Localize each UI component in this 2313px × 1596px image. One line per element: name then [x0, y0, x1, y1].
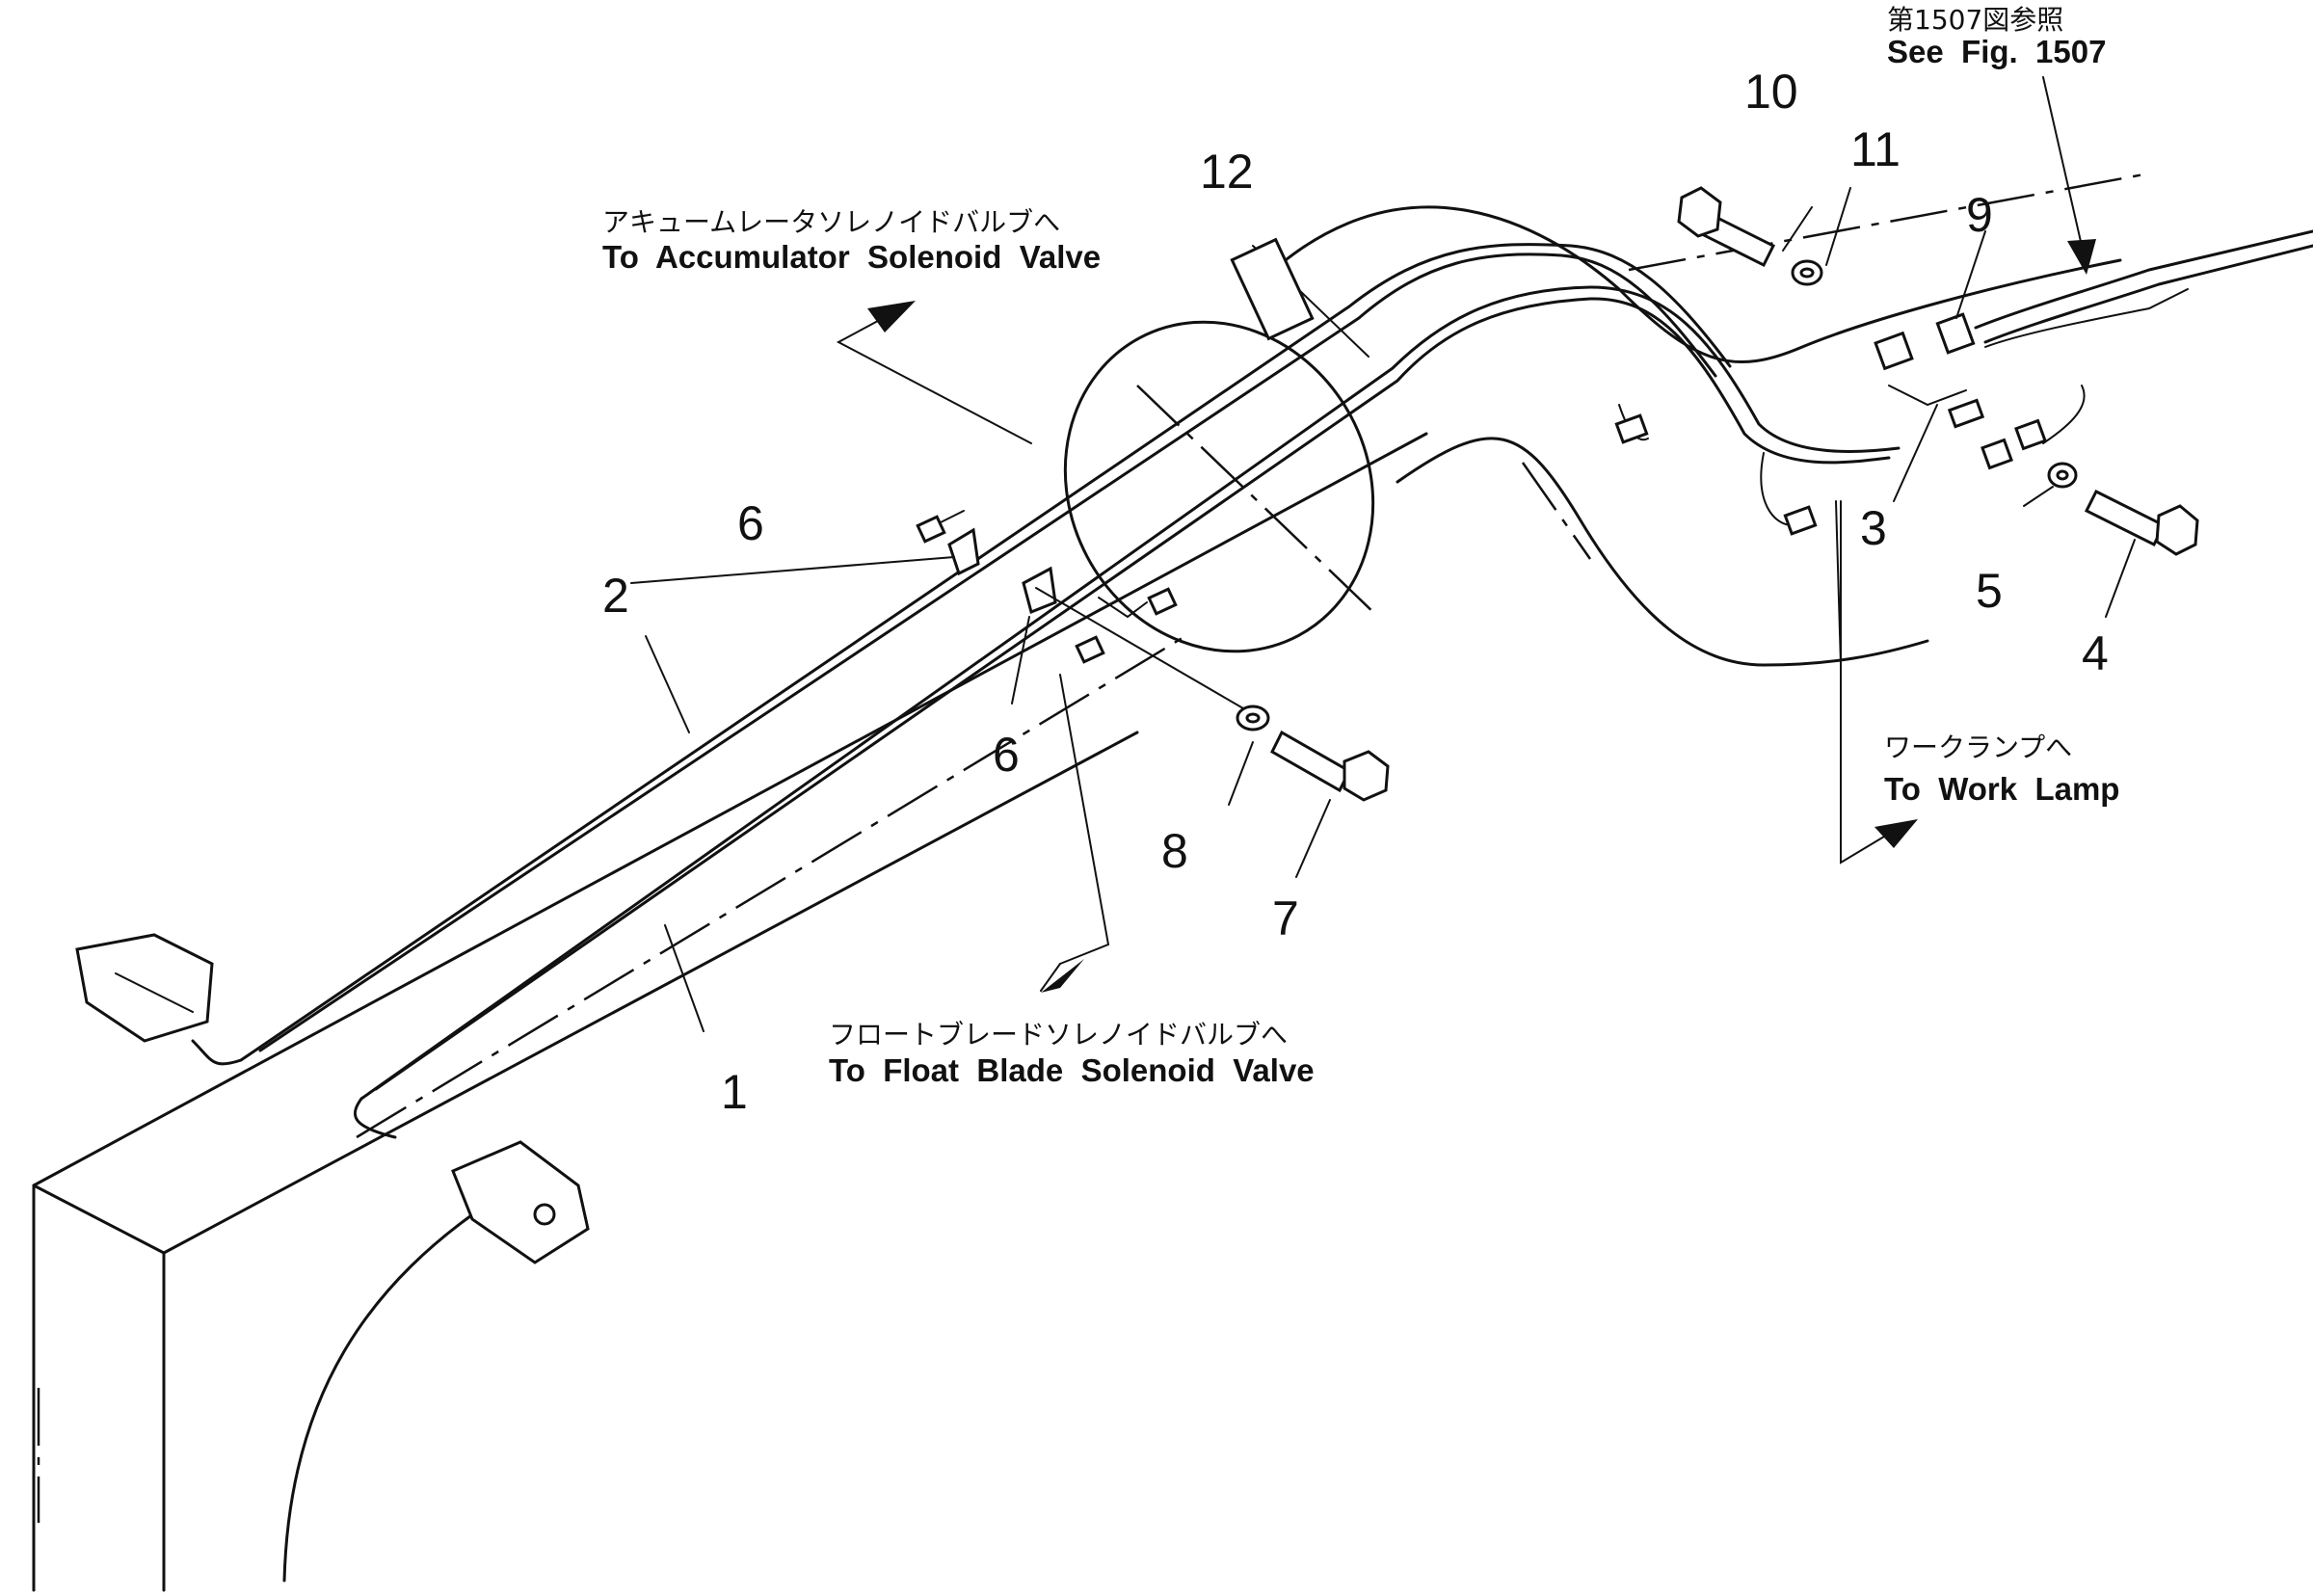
callout-2: 2: [602, 569, 629, 623]
callout-6-upper: 6: [737, 496, 764, 550]
callout-6-lower: 6: [993, 728, 1020, 782]
bolt-10: [1677, 186, 1776, 268]
label-float-en: To Float Blade Solenoid Valve: [829, 1052, 1315, 1088]
arrow-see-fig: [2042, 76, 2096, 275]
arrow-to-float-blade: [1040, 674, 1110, 993]
callout-4: 4: [2082, 626, 2109, 680]
label-float-jp: フロートブレードソレノイドバルブへ: [829, 1019, 1288, 1051]
left-connector: [75, 933, 214, 1043]
washer-11: [1791, 259, 1823, 286]
callout-3: 3: [1860, 501, 1887, 555]
harness-2: [191, 243, 1732, 1066]
frame-body: [32, 432, 1428, 1592]
harness-1: [354, 285, 1901, 1139]
washer-8: [1236, 705, 1270, 732]
rear-section: [1251, 172, 2150, 667]
arrow-to-accumulator: [836, 301, 1032, 444]
callout-11: 11: [1850, 122, 1901, 176]
callout-9: 9: [1966, 188, 1993, 242]
label-worklamp-en: To Work Lamp: [1884, 771, 2119, 807]
bolt-4: [2084, 489, 2199, 556]
junction-block: [1614, 288, 2189, 536]
harness-end-see-fig: [1974, 229, 2313, 344]
arrow-to-work-lamp: [1840, 500, 1918, 864]
washer-5: [2047, 462, 2078, 489]
label-worklamp-jp: ワークランプへ: [1884, 732, 2072, 763]
label-accumulator-en: To Accumulator Solenoid Valve: [602, 239, 1101, 275]
bottom-connector: [451, 1140, 590, 1264]
leader-lines: [630, 187, 2136, 1032]
callout-7: 7: [1272, 891, 1299, 945]
clamp-upper: [916, 510, 980, 576]
clamp-lower: [1022, 566, 1178, 664]
label-seefig-jp: 第1507図参照: [1887, 4, 2063, 36]
callout-1: 1: [721, 1065, 748, 1119]
callout-5: 5: [1976, 564, 2003, 618]
callout-10: 10: [1744, 65, 1798, 119]
bolt-7: [1270, 730, 1390, 802]
cylinder-disc: [1063, 320, 1379, 653]
label-seefig-en: See Fig. 1507: [1887, 34, 2106, 69]
callout-12: 12: [1200, 145, 1254, 199]
label-accumulator-jp: アキュームレータソレノイドバルブへ: [602, 206, 1060, 238]
callout-8: 8: [1161, 824, 1188, 878]
